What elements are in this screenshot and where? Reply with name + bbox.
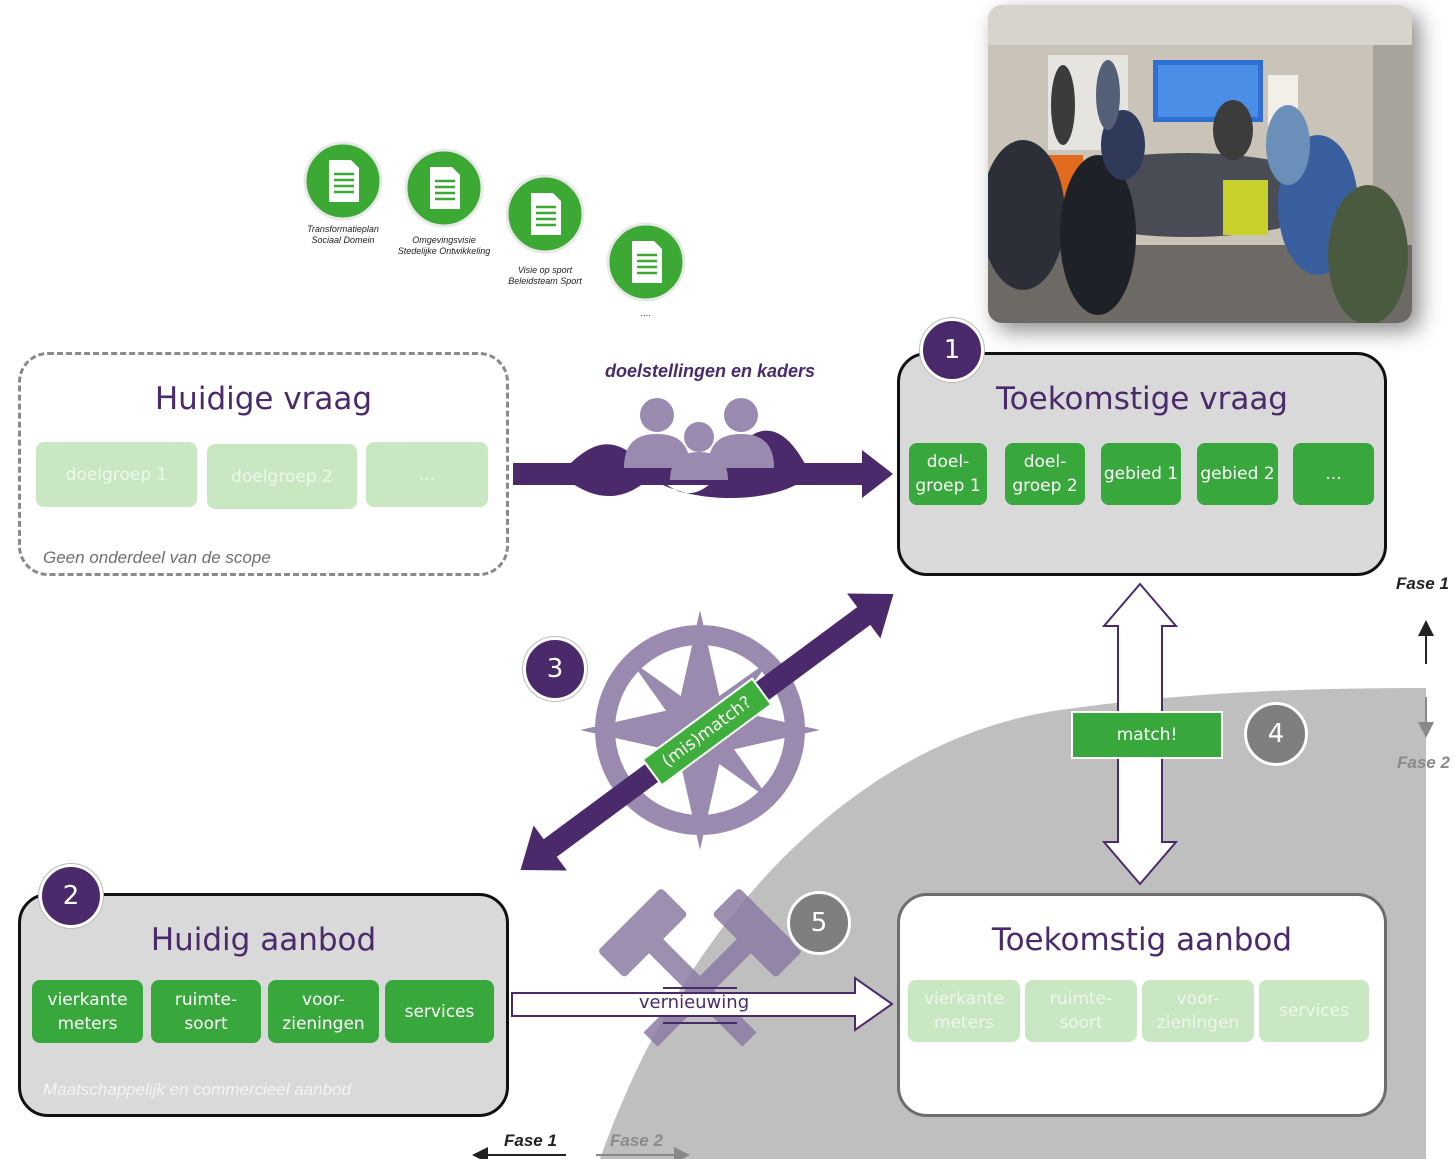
current-supply-chip-1: vierkante meters (32, 980, 143, 1043)
document-icon (505, 174, 585, 254)
future-demand-chip-3: gebied 1 (1101, 443, 1181, 505)
current-supply-chip-3: voor- zieningen (268, 980, 379, 1043)
document-icon (404, 148, 484, 228)
document-label-4: .... (640, 308, 651, 318)
current-demand-panel: Huidige vraag doelgroep 1 doelgroep 2 ..… (18, 352, 509, 576)
people-icon (624, 398, 774, 480)
hammers-icon (599, 889, 801, 1047)
fase1-label-right: Fase 1 (1396, 574, 1449, 593)
current-supply-chip-2: ruimte- soort (151, 980, 261, 1043)
document-label-2: Omgevingsvisie Stedelijke Ontwikkeling (397, 235, 491, 256)
current-demand-chip-3: ... (366, 442, 488, 507)
future-demand-chip-4: gebied 2 (1197, 443, 1278, 505)
renewal-arrow (511, 976, 894, 1032)
future-demand-title: Toekomstige vraag (995, 381, 1288, 417)
future-supply-title: Toekomstig aanbod (991, 922, 1293, 958)
future-supply-chip-2: ruimte- soort (1025, 980, 1137, 1042)
workshop-photo (988, 5, 1412, 323)
document-label-3: Visie op sport Beleidsteam Sport (508, 265, 582, 286)
fase1-label-bottom: Fase 1 (504, 1131, 557, 1150)
badge-4: 4 (1244, 702, 1308, 766)
document-label-1: Transformatieplan Sociaal Domein (307, 224, 379, 245)
future-demand-chip-5: ... (1293, 443, 1374, 505)
fase2-label-bottom: Fase 2 (610, 1131, 663, 1150)
document-icon (303, 141, 383, 221)
future-supply-chip-3: voor- zieningen (1142, 980, 1254, 1042)
future-supply-chip-1: vierkante meters (908, 980, 1020, 1042)
document-icon (606, 222, 686, 302)
goals-label: doelstellingen en kaders (604, 361, 816, 381)
fase2-label-right: Fase 2 (1397, 753, 1450, 772)
future-demand-chip-1: doel- groep 1 (909, 443, 987, 505)
future-demand-chip-2: doel- groep 2 (1005, 443, 1085, 505)
future-supply-chip-4: services (1259, 980, 1369, 1042)
badge-1: 1 (920, 318, 984, 382)
badge-3: 3 (523, 637, 587, 701)
current-supply-chip-4: services (385, 980, 494, 1043)
current-demand-chip-1: doelgroep 1 (36, 442, 197, 507)
current-demand-title: Huidige vraag (154, 381, 373, 417)
current-supply-note: Maatschappelijk en commercieel aanbod (43, 1080, 352, 1099)
match-label: match! (1071, 711, 1223, 759)
current-supply-title: Huidig aanbod (150, 922, 377, 958)
badge-2: 2 (39, 864, 103, 928)
current-demand-chip-2: doelgroep 2 (207, 444, 357, 509)
current-demand-note: Geen onderdeel van de scope (43, 548, 271, 567)
renewal-label: vernieuwing (638, 992, 750, 1013)
badge-5: 5 (787, 891, 851, 955)
current-supply-panel: Huidig aanbod vierkante meters ruimte- s… (18, 893, 509, 1117)
future-demand-panel: Toekomstige vraag doel- groep 1 doel- gr… (897, 352, 1387, 576)
future-supply-panel: Toekomstig aanbod vierkante meters ruimt… (897, 893, 1387, 1117)
